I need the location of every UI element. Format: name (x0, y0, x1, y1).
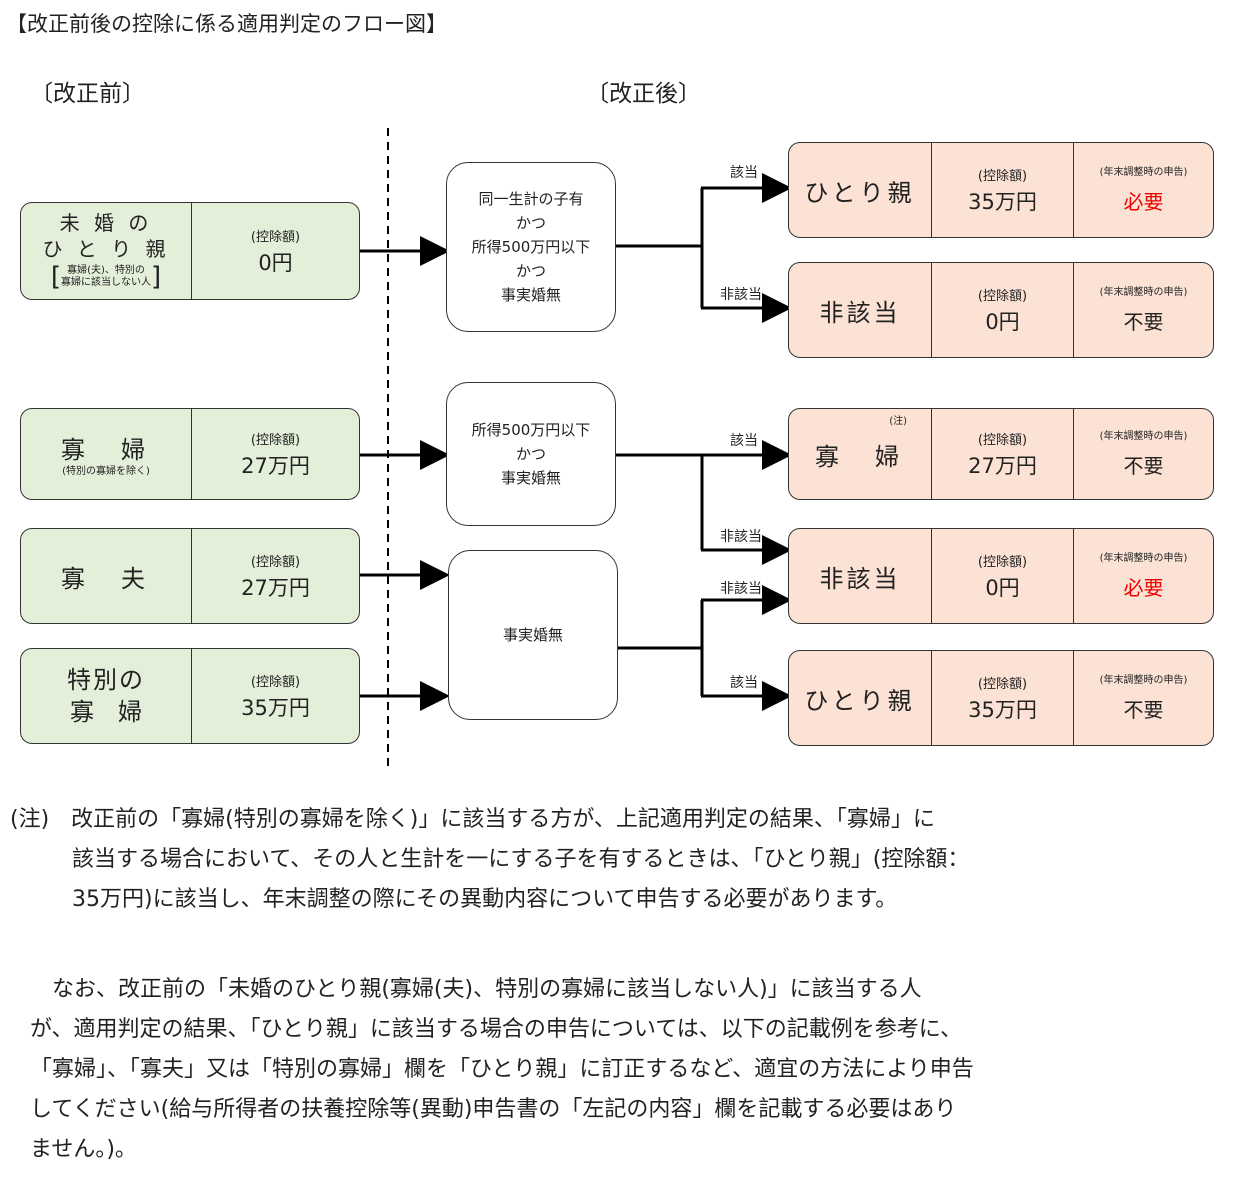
deduction-amount: 27万円 (968, 453, 1037, 478)
before-subnote: (特別の寡婦を除く) (62, 465, 150, 477)
before-subnote-line2: 寡婦に該当しない人 (61, 277, 151, 288)
after-box-single-parent: ひとり親 (控除額) 35万円 (年末調整時の申告) 必要 (788, 142, 1214, 238)
note-line: が、適用判定の結果、「ひとり親」に該当する場合の申告については、以下の記載例を参… (30, 1017, 963, 1042)
condition-box-1: 同一生計の子有 かつ 所得500万円以下 かつ 事実婚無 (446, 162, 616, 332)
branch-label-no: 非該当 (720, 581, 762, 597)
declare-value: 不要 (1123, 309, 1164, 334)
declare-label: (年末調整時の申告) (1099, 674, 1188, 686)
branch-label-no: 非該当 (720, 287, 762, 303)
condition-line: 所得500万円以下 (471, 238, 591, 256)
deduction-label: (控除額) (977, 554, 1028, 570)
condition-line: 所得500万円以下 (471, 421, 591, 439)
after-box-not-applicable: 非該当 (控除額) 0円 (年末調整時の申告) 必要 (788, 528, 1214, 624)
condition-line: 事実婚無 (502, 626, 563, 644)
condition-box-3: 事実婚無 (448, 550, 618, 720)
branch-label-yes: 該当 (730, 165, 758, 181)
before-subnote: [ 寡婦(夫)、特別の 寡婦に該当しない人 ] (50, 262, 162, 292)
note-line: (注) 改正前の「寡婦(特別の寡婦を除く)」に該当する方が、上記適用判定の結果、… (10, 807, 935, 832)
before-heading: 〔改正前〕 (30, 81, 145, 107)
before-box-special-widow: 特別の 寡 婦 (控除額) 35万円 (20, 648, 360, 744)
deduction-label: (控除額) (250, 674, 301, 690)
after-box-widow: (注) 寡 婦 (控除額) 27万円 (年末調整時の申告) 不要 (788, 408, 1214, 500)
note-line: 「寡婦」、「寡夫」又は「特別の寡婦」欄を「ひとり親」に訂正するなど、適宜の方法に… (30, 1057, 974, 1082)
before-subnote-line1: 寡婦(夫)、特別の (67, 265, 145, 276)
deduction-label: (控除額) (250, 432, 301, 448)
after-box-not-applicable: 非該当 (控除額) 0円 (年末調整時の申告) 不要 (788, 262, 1214, 358)
condition-line: かつ (515, 214, 546, 232)
deduction-label: (控除額) (977, 432, 1028, 448)
condition-line: かつ (515, 262, 546, 280)
before-name-line2: 寡 婦 (70, 698, 142, 726)
figure-title: 【改正前後の控除に係る適用判定のフロー図】 (6, 12, 447, 36)
after-name: 非該当 (819, 564, 901, 593)
deduction-amount: 27万円 (241, 453, 310, 478)
deduction-label: (控除額) (977, 676, 1028, 692)
note-paragraph-2: なお、改正前の「未婚のひとり親(寡婦(夫)、特別の寡婦に該当しない人)」に該当す… (30, 970, 1235, 1170)
deduction-amount: 0円 (985, 309, 1020, 334)
branch-label-no: 非該当 (720, 529, 762, 545)
declare-label: (年末調整時の申告) (1099, 430, 1188, 442)
note-line: 該当する場合において、その人と生計を一にする子を有するときは、「ひとり親」(控除… (72, 847, 970, 872)
after-name: 非該当 (819, 298, 901, 327)
note-paragraph-1: (注) 改正前の「寡婦(特別の寡婦を除く)」に該当する方が、上記適用判定の結果、… (10, 800, 1235, 920)
deduction-label: (控除額) (250, 554, 301, 570)
after-name: 寡 婦 (815, 442, 905, 471)
branch-label-yes: 該当 (730, 675, 758, 691)
condition-line: 事実婚無 (500, 286, 561, 304)
condition-line: 事実婚無 (500, 469, 561, 487)
after-name: ひとり親 (804, 686, 916, 715)
deduction-amount: 35万円 (241, 695, 310, 720)
condition-box-2: 所得500万円以下 かつ 事実婚無 (446, 382, 616, 526)
before-name: 寡 夫 (61, 564, 151, 593)
deduction-label: (控除額) (977, 288, 1028, 304)
after-name: ひとり親 (804, 178, 916, 207)
deduction-amount: 35万円 (968, 189, 1037, 214)
deduction-label: (控除額) (250, 229, 301, 245)
declare-value: 不要 (1123, 697, 1164, 722)
before-name-line2: ひ と り 親 (42, 237, 170, 261)
deduction-amount: 0円 (258, 250, 293, 275)
after-heading: 〔改正後〕 (586, 81, 701, 107)
deduction-amount: 0円 (985, 575, 1020, 600)
branch-label-yes: 該当 (730, 433, 758, 449)
declare-value: 必要 (1123, 575, 1164, 600)
declare-value: 必要 (1123, 189, 1164, 214)
before-box-unmarried-single-parent: 未 婚 の ひ と り 親 [ 寡婦(夫)、特別の 寡婦に該当しない人 ] (控… (20, 202, 360, 300)
declare-label: (年末調整時の申告) (1099, 166, 1188, 178)
before-name: 寡 婦 (61, 435, 151, 464)
condition-line: かつ (515, 445, 546, 463)
before-box-widower: 寡 夫 (控除額) 27万円 (20, 528, 360, 624)
deduction-amount: 27万円 (241, 575, 310, 600)
declare-label: (年末調整時の申告) (1099, 552, 1188, 564)
deduction-amount: 35万円 (968, 697, 1037, 722)
before-box-widow: 寡 婦 (特別の寡婦を除く) (控除額) 27万円 (20, 408, 360, 500)
note-mark: (注) (889, 416, 907, 427)
before-name-line1: 特別の (67, 666, 145, 694)
after-box-single-parent: ひとり親 (控除額) 35万円 (年末調整時の申告) 不要 (788, 650, 1214, 746)
declare-value: 不要 (1123, 453, 1164, 478)
flow-connectors (358, 128, 792, 770)
deduction-label: (控除額) (977, 168, 1028, 184)
condition-line: 同一生計の子有 (478, 190, 584, 208)
declare-label: (年末調整時の申告) (1099, 286, 1188, 298)
note-line: 35万円)に該当し、年末調整の際にその異動内容について申告する必要があります。 (72, 887, 898, 912)
note-line: ません。)。 (30, 1137, 137, 1162)
note-line: してください(給与所得者の扶養控除等(異動)申告書の「左記の内容」欄を記載する必… (30, 1097, 957, 1122)
note-line: なお、改正前の「未婚のひとり親(寡婦(夫)、特別の寡婦に該当しない人)」に該当す… (30, 977, 922, 1002)
before-name-line1: 未 婚 の (59, 211, 153, 235)
